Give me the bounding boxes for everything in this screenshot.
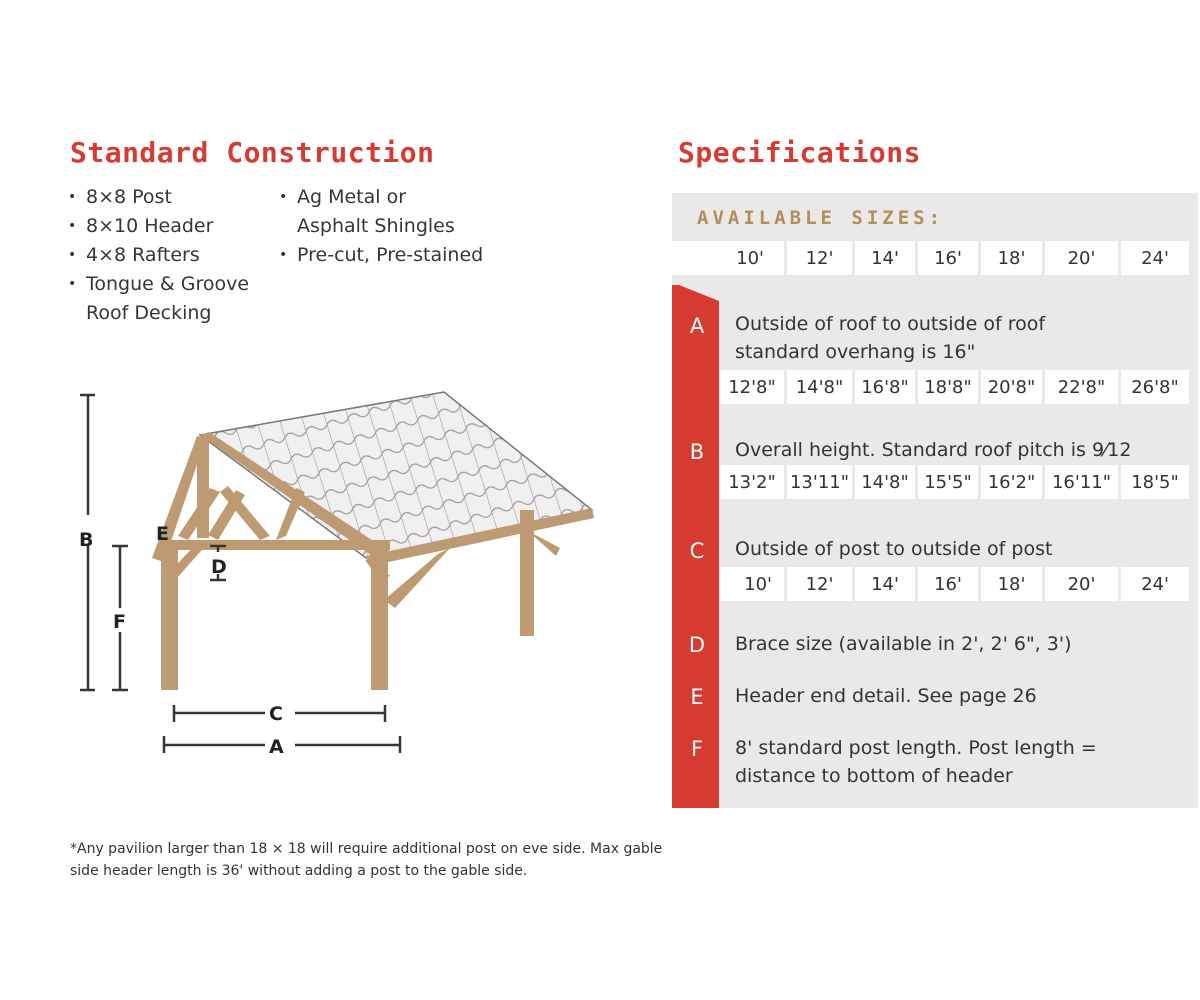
value-cell: 14'8" [855, 465, 915, 499]
row-letter-e: E [690, 685, 704, 709]
value-cell: 20'8" [981, 370, 1042, 404]
list-item: Ag Metal or Asphalt Shingles [279, 183, 457, 241]
specifications-title: Specifications [678, 136, 922, 169]
values-row-c: 10' 12' 14' 16' 18' 20' 24' [720, 567, 1189, 601]
footnote: *Any pavilion larger than 18 × 18 will r… [70, 841, 663, 879]
list-item: 8×10 Header [68, 212, 268, 241]
row-description-f: 8' standard post length. Post length = d… [735, 737, 1097, 787]
timber-frame [152, 432, 594, 690]
value-cell: 16' [918, 567, 978, 601]
row-letter-c: C [689, 539, 705, 563]
row-description-a: Outside of roof to outside of roof stand… [735, 313, 1046, 363]
dim-label-f: F [113, 611, 126, 633]
value-cell: 24' [1121, 567, 1189, 601]
dimension-lines [80, 393, 402, 753]
letter-column [672, 285, 719, 808]
size-cell: 10' [736, 247, 764, 269]
dim-label-b: B [79, 529, 93, 551]
list-item: 4×8 Rafters [68, 241, 268, 270]
value-cell: 10' [744, 573, 772, 595]
row-letter-b: B [689, 440, 705, 464]
row-description-e: Header end detail. See page 26 [735, 685, 1037, 707]
dim-label-a: A [269, 736, 284, 758]
dim-label-e: E [156, 523, 169, 545]
size-cell: 24' [1121, 241, 1189, 275]
list-item: 8×8 Post [68, 183, 268, 212]
pavilion-diagram: B F E D C A [79, 391, 594, 758]
value-cell: 20' [1045, 567, 1118, 601]
row-description-c: Outside of post to outside of post [735, 538, 1053, 560]
dim-label-d: D [211, 556, 227, 578]
value-cell: 13'2" [720, 465, 784, 499]
value-cell: 18' [981, 567, 1042, 601]
value-cell: 12' [787, 567, 852, 601]
value-cell: 22'8" [1045, 370, 1118, 404]
construction-title: Standard Construction [70, 136, 435, 169]
value-cell: 14' [855, 567, 915, 601]
value-cell: 12'8" [720, 370, 784, 404]
value-cell: 15'5" [918, 465, 978, 499]
row-description-b: Overall height. Standard roof pitch is 9… [735, 439, 1132, 461]
value-cell: 18'5" [1121, 465, 1189, 499]
sizes-row: 10' 12' 14' 16' 18' 20' 24' [672, 241, 1189, 275]
values-row-a: 12'8" 14'8" 16'8" 18'8" 20'8" 22'8" 26'8… [720, 370, 1189, 404]
value-cell: 16'11" [1045, 465, 1118, 499]
value-cell: 18'8" [918, 370, 978, 404]
value-cell: 14'8" [787, 370, 852, 404]
row-letter-f: F [690, 737, 704, 761]
dim-label-c: C [269, 703, 283, 725]
list-item: Tongue & Groove Roof Decking [68, 270, 256, 328]
row-description-d: Brace size (available in 2', 2' 6", 3') [735, 633, 1072, 655]
size-cell: 16' [918, 241, 978, 275]
row-letter-a: A [689, 314, 705, 338]
size-cell: 20' [1045, 241, 1118, 275]
value-cell: 16'2" [981, 465, 1042, 499]
value-cell: 26'8" [1121, 370, 1189, 404]
value-cell: 13'11" [787, 465, 852, 499]
size-cell: 14' [855, 241, 915, 275]
specifications-panel [672, 193, 1198, 808]
row-letter-d: D [688, 633, 706, 657]
available-sizes-label: AVAILABLE SIZES: [697, 207, 945, 229]
list-item: Pre-cut, Pre-stained [279, 241, 499, 270]
size-cell: 18' [981, 241, 1042, 275]
values-row-b: 13'2" 13'11" 14'8" 15'5" 16'2" 16'11" 18… [720, 465, 1189, 499]
value-cell: 16'8" [855, 370, 915, 404]
construction-list-1: 8×8 Post 8×10 Header 4×8 Rafters Tongue … [68, 183, 268, 328]
construction-list-2: Ag Metal or Asphalt Shingles Pre-cut, Pr… [279, 183, 499, 270]
size-cell: 12' [787, 241, 852, 275]
